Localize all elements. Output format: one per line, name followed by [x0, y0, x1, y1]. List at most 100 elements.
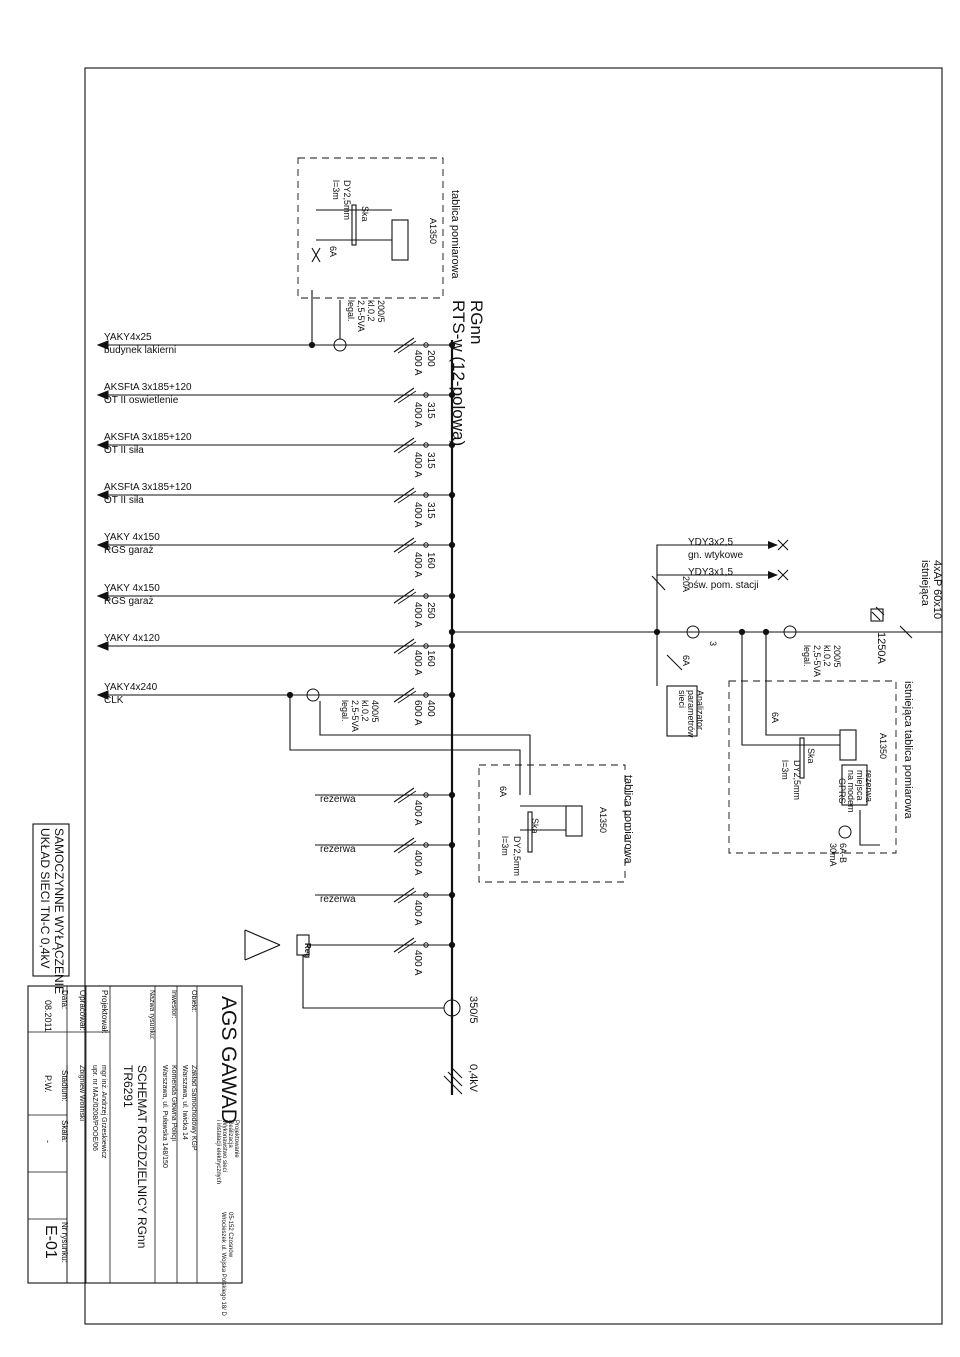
lamp-icon — [777, 569, 789, 581]
earth-tick — [451, 1067, 463, 1079]
feeder-arrow — [96, 540, 109, 550]
socket-label: gn. wtykowe — [688, 550, 743, 561]
feeder-dest: budynek lakierni — [104, 345, 176, 356]
feeder-cable: YAKY 4x150 — [104, 532, 160, 543]
drawing-name: TR6291 — [121, 1065, 135, 1108]
incoming-cable-label: 4xAP 60x10 — [931, 560, 943, 619]
fuse-contact — [423, 692, 429, 698]
feeder-cable: rezerwa — [320, 894, 356, 905]
fuse-symbol — [397, 591, 417, 605]
meter-kwh-3 — [839, 729, 857, 761]
obiekt-value: Zakład Samochodowy KGP — [190, 1065, 197, 1151]
data-value: 08.2011 — [43, 1000, 53, 1032]
fuse-mini — [311, 247, 321, 263]
gprs-note: rezerwa — [864, 770, 874, 802]
skala-label: Skala: — [60, 1120, 69, 1142]
feeder-arrow — [96, 440, 109, 450]
feeder-cable: rezerwa — [320, 794, 356, 805]
meter-wire: DY2,5mm — [792, 760, 802, 800]
busbar-node — [448, 791, 456, 799]
ct1-label: 2,5-5VA — [356, 300, 366, 332]
meter-ska: Ska — [806, 748, 816, 764]
feeder-dest: OT II siła — [104, 495, 144, 506]
meter-fuse: 6A — [770, 712, 780, 723]
meter-box-title: tablica pomiarowa — [449, 190, 461, 280]
analyzer-box — [666, 685, 698, 737]
meter3-wire — [765, 632, 840, 736]
opracowal-label: Opracował: — [78, 990, 87, 1030]
busbar-node — [448, 441, 456, 449]
feeder-cable: AKSFtA 3x185+120 — [104, 432, 192, 443]
feeder-fuse: 315 — [425, 402, 436, 419]
auto-box-line1: SAMOCZYNNE WYŁĄCZENIE — [52, 828, 66, 994]
fuse-symbol — [397, 790, 417, 804]
fuse-symbol — [393, 638, 415, 654]
feeder-dest: OT II siła — [104, 445, 144, 456]
socket-cable: YDY3x2,5 — [688, 537, 733, 548]
fuse-contact — [423, 842, 429, 848]
meter-fuse: 6A — [498, 786, 508, 797]
meter-wire: DY2,5mm — [342, 180, 352, 220]
projektowal-label: Projektował: — [100, 990, 109, 1034]
feeder-fuse: 160 — [425, 650, 436, 667]
fuse-contact — [423, 892, 429, 898]
fuse-symbol — [397, 840, 417, 854]
gprs-note: miejsca — [855, 770, 865, 801]
company-address: Wrocieszek ul. Wojska Polskiego 18/ D — [220, 1212, 226, 1316]
ct2-label: 2,5-5VA — [350, 700, 360, 732]
light-label: ośw. pom. stacji — [688, 580, 759, 591]
fuse-symbol — [397, 890, 417, 904]
feeder-base: 600 A — [412, 700, 423, 726]
feeder-base: 400 A — [412, 602, 423, 628]
busbar-node — [448, 628, 456, 636]
meter-ska: Ska — [360, 206, 370, 222]
meter-wire-len: l=3m — [331, 180, 341, 200]
busbar-node — [448, 391, 456, 399]
analyzer-num: 3 — [708, 641, 718, 646]
inwestor-label: Inwestor: — [170, 990, 177, 1018]
socket-circuit — [656, 544, 770, 632]
meter-kwh-2 — [565, 805, 583, 837]
busbar-node — [448, 541, 456, 549]
analyzer-label: Analizator — [695, 690, 705, 730]
meter-box-3 — [728, 680, 897, 854]
busbar-node — [448, 891, 456, 899]
earth-tick — [443, 1075, 463, 1095]
fuse-symbol — [393, 588, 415, 604]
feeder-base: 400 A — [412, 452, 423, 478]
company-address: 05-152 Czosnów — [227, 1212, 233, 1258]
feeder-fuse: 250 — [425, 602, 436, 619]
company-name: AGS GAWAD — [217, 996, 240, 1124]
rcd-label: 6A-B — [838, 843, 848, 863]
inwestor-value: Komenda Główna Policji — [170, 1065, 177, 1141]
ct1-label: 200/5 — [376, 300, 386, 323]
feeder-arrow — [96, 591, 109, 601]
feeder-dest: CLK — [104, 695, 124, 706]
fuse-contact — [423, 542, 429, 548]
socket-icon — [777, 539, 789, 551]
gprs-note: na modem — [846, 770, 856, 813]
fuse-symbol — [393, 787, 415, 803]
fuse-6a-analyzer: 6A — [681, 655, 691, 666]
ct3-label: 2,5-5VA — [812, 645, 822, 677]
arrow — [768, 541, 778, 549]
analyzer-label: parametrów — [686, 690, 696, 738]
inwestor-value: Warszawa, ul. Puławska 148/150 — [161, 1065, 168, 1168]
data-label: Data: — [60, 990, 69, 1009]
arrow — [768, 571, 778, 579]
light-cable: YDY3x1,5 — [688, 567, 733, 578]
rcd-symbol — [838, 825, 852, 839]
fuse-symbol — [397, 690, 417, 704]
feeder-fuse: 315 — [425, 502, 436, 519]
rcd-label: 30mA — [828, 843, 838, 867]
meter3-wire — [741, 632, 840, 746]
feeder-cable: YAKY4x240 — [104, 682, 158, 693]
feeder-arrow — [96, 390, 109, 400]
projektowal-value: upr. nr MAZ/0208/POOE/06 — [91, 1065, 98, 1151]
company-desc: Wykonawstwo sieci — [221, 1120, 227, 1172]
skala-value: - — [43, 1140, 53, 1143]
feeder-dest: OT II oswietlenie — [104, 395, 179, 406]
fuse-symbol — [393, 437, 415, 453]
